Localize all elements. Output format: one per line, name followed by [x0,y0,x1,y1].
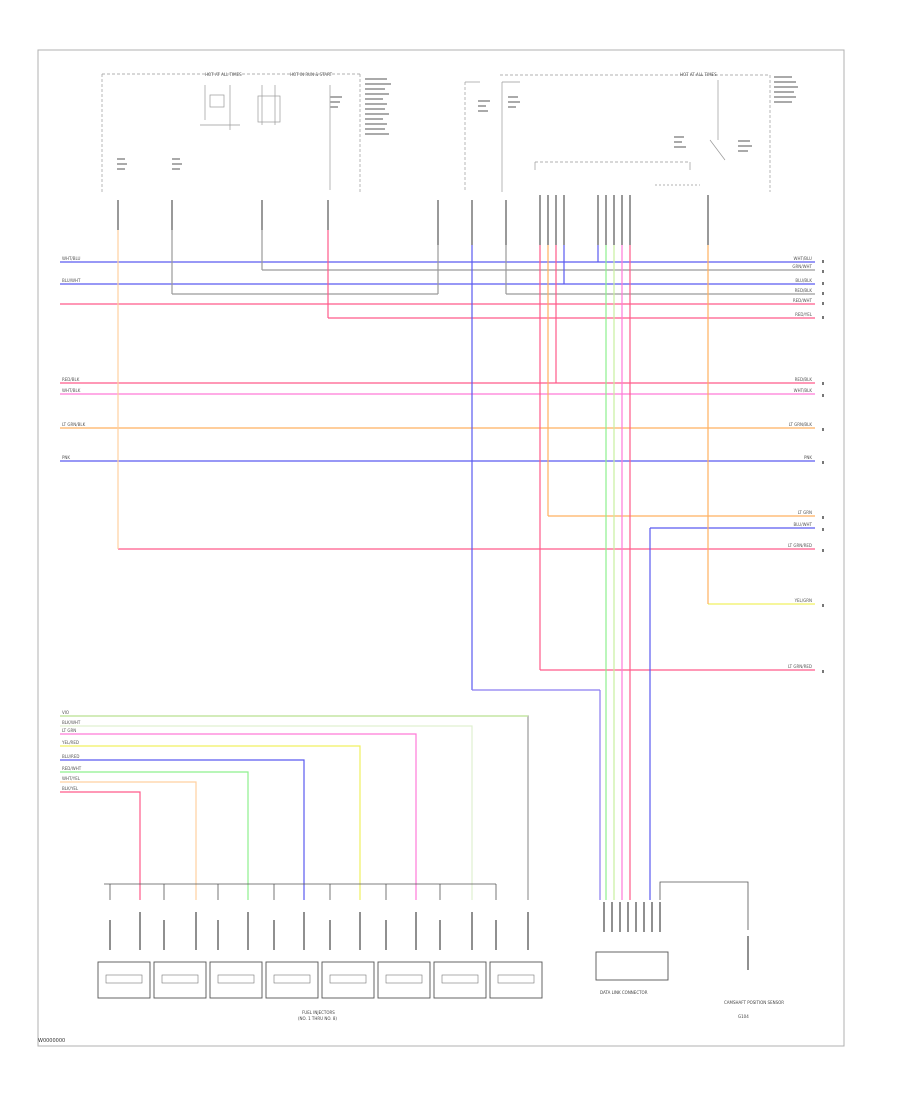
top-middle-block [464,74,771,192]
connector-label: DATA LINK CONNECTOR [600,990,648,995]
svg-text:BLU/BLK: BLU/BLK [795,278,812,283]
injector-7 [433,961,487,999]
svg-text:PNK: PNK [62,455,70,460]
fuse-text-marks [117,76,798,170]
left-wire-labels: WHT/BLU BLU/WHT RED/BLK WHT/BLK LT GRN/B… [61,256,86,791]
svg-text:WHT/BLK: WHT/BLK [794,388,813,393]
diagram-footer-code: W0000000 [38,1038,66,1044]
fuel-injectors [97,961,543,999]
svg-text:YEL/GRN: YEL/GRN [794,598,812,603]
svg-text:BLU/WHT: BLU/WHT [794,522,813,527]
svg-text:WHT/BLU: WHT/BLU [62,256,81,261]
svg-text:WHT/YEL: WHT/YEL [62,776,81,781]
injector-6 [377,961,431,999]
svg-text:WHT/BLK: WHT/BLK [62,388,81,393]
svg-text:LT GRN/BLK: LT GRN/BLK [62,422,86,427]
svg-text:RED/BLK: RED/BLK [795,288,813,293]
bus-wires [60,261,815,671]
svg-text:LT GRN: LT GRN [62,728,76,733]
svg-text:LT GRN/BLK: LT GRN/BLK [789,422,813,427]
svg-text:LT GRN/RED: LT GRN/RED [788,543,812,548]
svg-text:BLK/WHT: BLK/WHT [62,720,81,725]
injector-3 [209,961,263,999]
svg-text:WHT/BLU: WHT/BLU [794,256,813,261]
svg-text:RED/BLK: RED/BLK [62,377,80,382]
injector-power-drops [109,884,497,900]
svg-text:RED/BLK: RED/BLK [795,377,813,382]
top-left-label-1: HOT AT ALL TIMES [205,72,242,77]
injector-5 [321,961,375,999]
injector-connector-ticks [109,912,529,950]
injectors-sub-label: (NO. 1 THRU NO. 8) [298,1016,337,1021]
svg-text:GRN/WHT: GRN/WHT [792,264,812,269]
right-wire-labels: WHT/BLU GRN/WHT BLU/BLK RED/BLK RED/WHT … [788,256,813,669]
injector-coil-symbols [105,974,535,984]
svg-text:RED/WHT: RED/WHT [62,766,82,771]
ground-label: G104 [738,1014,749,1019]
data-link-connector [595,951,669,981]
injector-2 [153,961,207,999]
top-connector-ticks [117,195,709,245]
injector-8 [489,961,543,999]
svg-text:RED/YEL: RED/YEL [795,312,813,317]
top-left-fuse-block [101,73,361,192]
svg-text:LT GRN: LT GRN [798,510,812,515]
top-right-label: HOT AT ALL TIMES [680,72,717,77]
svg-text:PNK: PNK [804,455,812,460]
sensor-wire [659,881,749,930]
injector-bus-wires [60,715,529,900]
svg-text:LT GRN/RED: LT GRN/RED [788,664,812,669]
svg-text:VIO: VIO [62,710,69,715]
svg-text:BLK/YEL: BLK/YEL [62,786,79,791]
svg-text:YEL/RED: YEL/RED [61,740,79,745]
data-link-connector-ticks [603,902,661,932]
top-left-label-2: HOT IN RUN & START [290,72,333,77]
injectors-label: FUEL INJECTORS [302,1010,335,1015]
svg-text:BLU/WHT: BLU/WHT [62,278,81,283]
injector-1 [97,961,151,999]
right-edge-markers [822,260,824,673]
svg-text:BLU/RED: BLU/RED [62,754,79,759]
vertical-wires [117,230,709,900]
diagram-frame [37,49,845,1047]
sensor-label: CAMSHAFT POSITION SENSOR [724,1000,784,1005]
injector-4 [265,961,319,999]
svg-text:RED/WHT: RED/WHT [793,298,813,303]
